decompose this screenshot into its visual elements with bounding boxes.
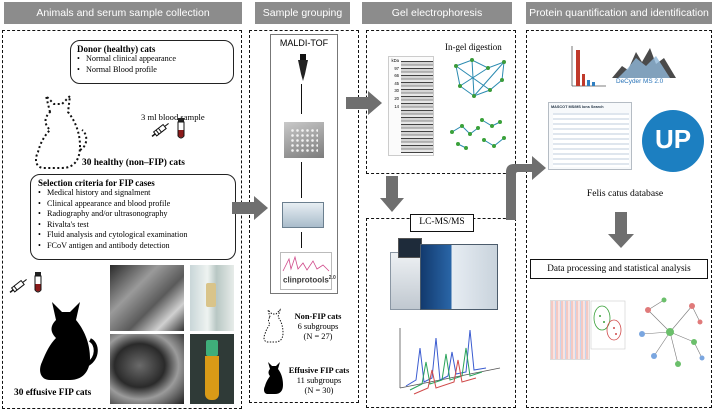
flow-arrow-down [301,162,302,198]
effusive-fip-group: Effusive FIP cats 11 subgroups (N = 30) [284,366,354,396]
gel-marker-label: 45 [394,80,399,86]
non-fip-subgroups: 6 subgroups [297,322,339,331]
blood-sample-label: 3 ml blood sample [141,112,205,122]
felis-catus-database-label: Felis catus database [586,188,664,199]
effusive-fip-title: Effusive FIP cats [288,366,350,375]
non-fip-title: Non-FIP cats [294,312,342,321]
panel-protein [526,30,712,408]
syringe-icon [9,279,27,293]
blood-tube-icon [177,118,185,139]
mascot-search-screenshot: MASCOT MS/MS Ions Search [548,102,632,170]
gel-marker-label: kDa [391,58,399,63]
decyder-logo: DeCyder MS 2.0 [612,44,676,92]
donor-title: Donor (healthy) cats [77,44,156,54]
header-gel: Gel electrophoresis [362,2,512,24]
flow-arrow-right [346,91,382,115]
flow-arrow-down [301,232,302,248]
fip-criterion: FCoV antigen and antibody detection [38,241,228,252]
uniprot-label: UP [654,124,692,154]
fip-criterion: Fluid analysis and cytological examinati… [38,230,228,241]
data-analysis-box [530,259,708,279]
healthy-cats-caption: 30 healthy (non–FIP) cats [82,158,185,168]
header-grouping: Sample grouping [255,2,350,24]
peptide-fragments-icon [450,118,506,150]
flow-arrow-down [380,176,404,212]
clinprotools-label: clinprotools [283,275,329,285]
pipette-icon [298,54,308,81]
fip-criteria-bubble: Selection criteria for FIP cases Medical… [30,174,236,260]
clinprotools-screenshot: clinprotools2.0 [280,252,336,290]
flow-arrow-bent-up-right [506,156,546,220]
effusive-fip-subgroups: 11 subgroups [296,376,342,385]
quantification-bar-chart-icon [571,46,606,87]
non-fip-group: Non-FIP cats 6 subgroups (N = 27) [286,312,350,342]
pca-plot-icon [590,300,626,350]
fip-criterion: Rivalta's test [38,220,228,231]
in-gel-digestion-label: In-gel digestion [445,42,502,52]
heatmap-image [550,300,590,360]
header-animals: Animals and serum sample collection [4,2,242,24]
lcms-label: LC-MS/MS [419,217,465,227]
clinprotools-version: 2.0 [328,275,336,281]
blood-tube-icon [34,272,42,293]
ultrasound-image [110,334,184,404]
maldi-tof-label: MALDI-TOF [279,38,329,48]
gel-marker-label: 14 [394,103,399,109]
gel-marker-label: 30 [394,88,399,94]
chromatogram-icon [399,328,501,395]
flow-arrow-down [608,212,634,248]
fip-cats-caption: 30 effusive FIP cats [14,388,92,398]
radiograph-image [110,265,184,331]
flow-arrow-right [232,196,268,220]
lc-ms-instrument-image [390,234,498,312]
decyder-label: DeCyder MS 2.0 [616,78,664,85]
non-fip-n: (N = 27) [303,332,333,341]
interaction-network-icon [639,297,705,367]
panel-animals [2,30,242,409]
data-analysis-label: Data processing and statistical analysis [547,263,691,273]
effusive-fip-cat-silhouette-icon [264,362,283,394]
maldi-target-plate-image [284,122,324,158]
non-fip-cat-outline-icon [263,308,284,343]
fip-criterion: Medical history and signalment [38,188,228,199]
healthy-cat-outline-icon [35,92,88,169]
syringe-icon [151,123,169,137]
gel-marker-label: 66 [394,73,399,79]
gel-marker-label: 20 [394,95,399,101]
donor-criterion: Normal clinical appearance [77,54,227,65]
mascot-title: MASCOT MS/MS Ions Search [551,105,604,109]
gel-marker-label: 97 [394,65,399,71]
effusive-fip-n: (N = 30) [304,386,334,395]
lcms-label-box [410,214,474,232]
fip-criterion: Radiography and/or ultrasonography [38,209,228,220]
fip-criterion: Clinical appearance and blood profile [38,199,228,210]
effusion-fluid-image [190,334,234,404]
fip-criteria-title: Selection criteria for FIP cases [38,178,155,188]
donor-criterion: Normal Blood profile [77,65,227,76]
flow-arrow-down [301,84,302,114]
sds-page-gel-image: kDa 97 66 45 30 20 14 [388,56,434,156]
header-protein: Protein quantification and identificatio… [526,2,712,24]
donor-criteria-bubble: Donor (healthy) cats Normal clinical app… [70,40,234,84]
uniprot-logo: UP [642,110,704,172]
fip-cat-silhouette-icon [40,302,98,380]
rivalta-tube-image [190,265,234,331]
panel-grouping [249,30,359,403]
protein-network-icon [454,58,506,98]
maldi-instrument-image [282,202,324,228]
